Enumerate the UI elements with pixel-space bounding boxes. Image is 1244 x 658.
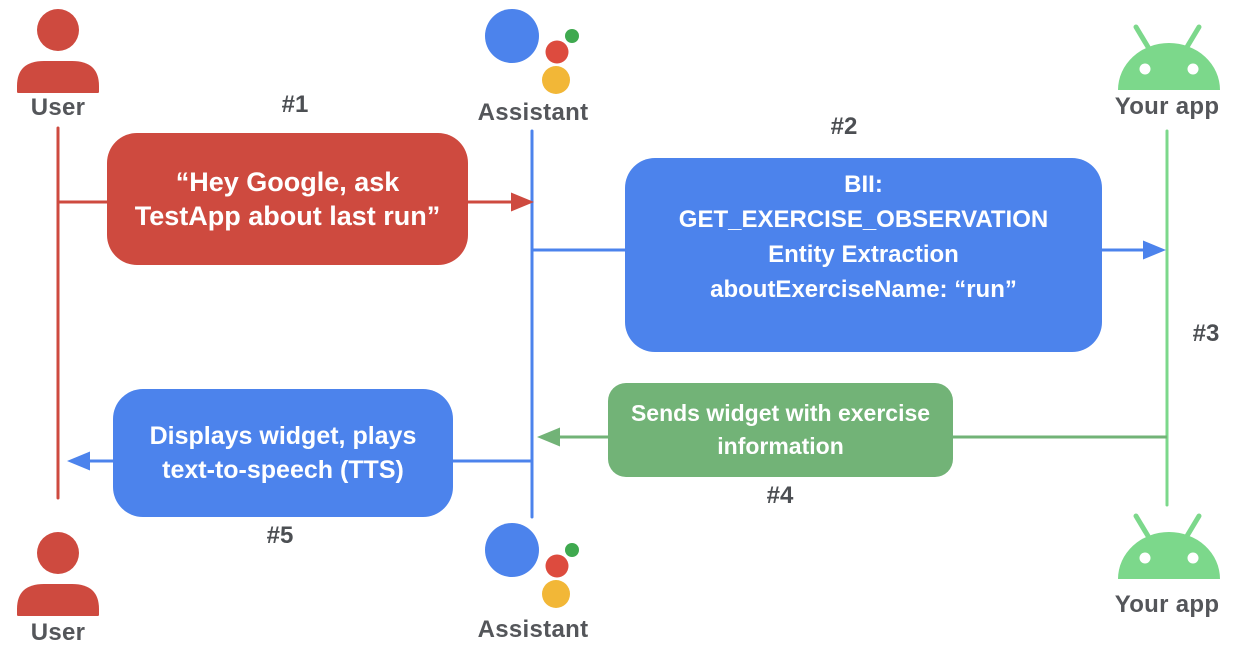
message-text: “Hey Google, ask — [175, 167, 400, 197]
message-text: text-to-speech (TTS) — [162, 456, 404, 484]
android-icon-bottom — [1118, 516, 1220, 579]
android-icon-top — [1118, 27, 1220, 90]
user-person-icon-top — [17, 9, 99, 93]
google-assistant-icon-top — [485, 9, 579, 94]
actor-label-assistant-bottom: Assistant — [477, 616, 589, 643]
message-text: information — [717, 433, 844, 459]
user-person-icon-bottom — [17, 532, 99, 616]
message-text: aboutExerciseName: “run” — [710, 276, 1017, 303]
step-number-1: #1 — [281, 91, 309, 118]
message-text: BII: — [844, 171, 883, 198]
message-text: TestApp about last run” — [134, 201, 441, 231]
message-text: Displays widget, plays — [149, 422, 417, 450]
step-number-5: #5 — [266, 522, 294, 549]
step-number-2: #2 — [830, 113, 858, 140]
actor-label-user-bottom: User — [30, 619, 86, 646]
step-number-3: #3 — [1192, 320, 1220, 347]
actor-label-app-bottom: Your app — [1114, 591, 1220, 618]
message-box-step1: “Hey Google, ask TestApp about last run” — [107, 133, 468, 265]
message-text: Sends widget with exercise — [630, 400, 931, 426]
message-box-step5: Displays widget, plays text-to-speech (T… — [113, 389, 453, 517]
actor-label-user-top: User — [30, 94, 86, 121]
google-assistant-icon-bottom — [485, 523, 579, 608]
actor-label-app-top: Your app — [1114, 93, 1220, 120]
step-number-4: #4 — [766, 482, 794, 509]
message-box-step4: Sends widget with exercise information — [608, 383, 953, 477]
message-box-step2: BII: GET_EXERCISE_OBSERVATION Entity Ext… — [625, 158, 1102, 352]
message-text: GET_EXERCISE_OBSERVATION — [678, 206, 1049, 233]
message-text: Entity Extraction — [768, 241, 959, 268]
actor-label-assistant-top: Assistant — [477, 99, 589, 126]
